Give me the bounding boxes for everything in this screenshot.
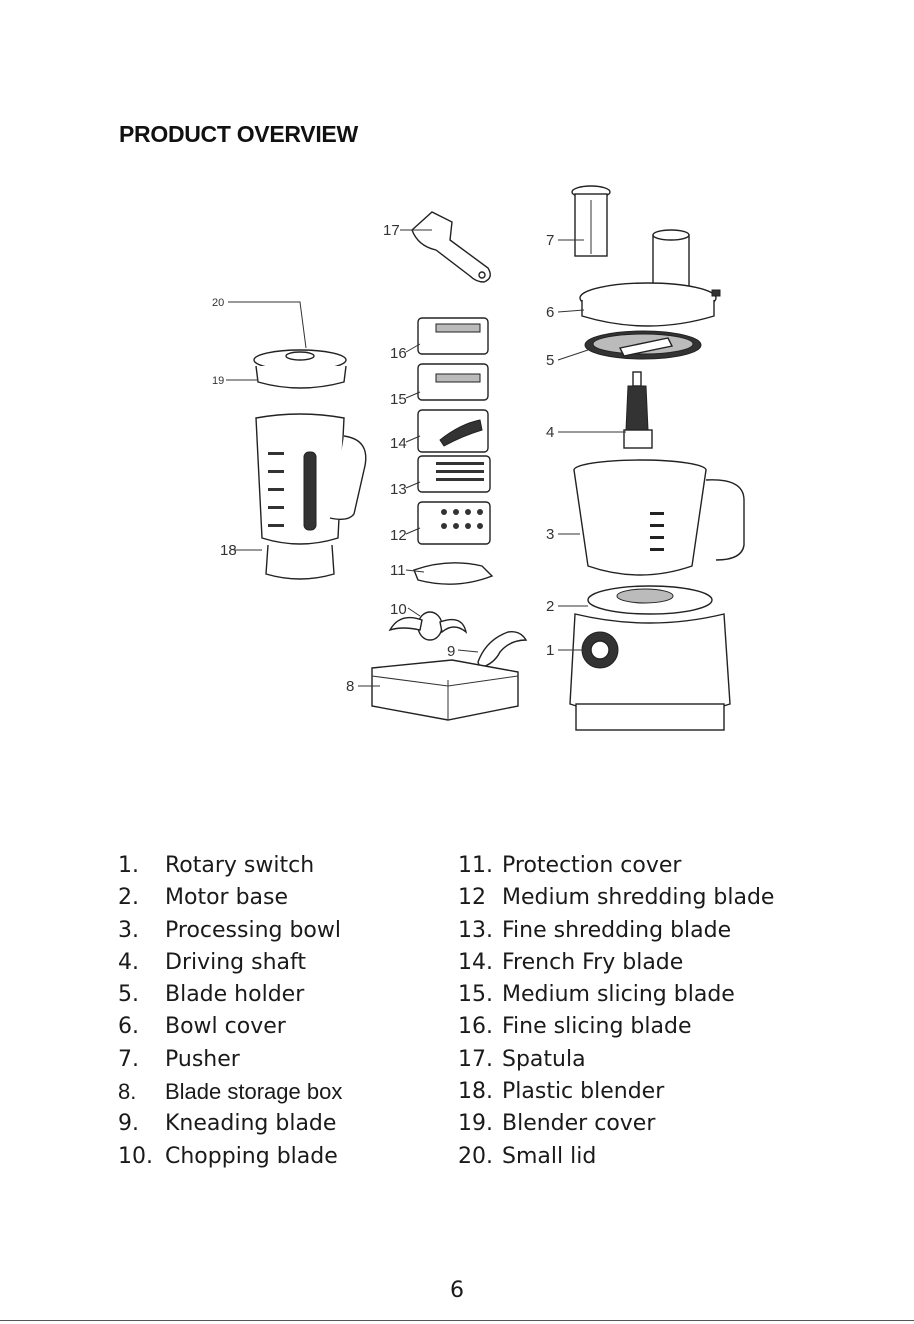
item-label: Motor base — [165, 885, 289, 911]
parts-list-right: 11. Protection cover 12 Medium shredding b… — [458, 850, 774, 1173]
processing-bowl-illustration — [573, 459, 745, 576]
page-number: 6 — [450, 1278, 464, 1303]
item-number: 17. — [458, 1046, 493, 1072]
item-number: 8. — [118, 1079, 137, 1105]
callout-2: 2 — [546, 598, 554, 615]
item-number: 3. — [118, 917, 139, 943]
item-label: Processing bowl — [165, 917, 341, 943]
callout-labels: 1 2 3 4 5 6 7 8 9 10 11 12 13 14 15 16 1… — [212, 222, 554, 695]
list-item: 20. Small lid — [458, 1141, 774, 1173]
item-number: 1. — [118, 853, 139, 878]
callout-12: 12 — [390, 527, 407, 544]
driving-shaft-illustration — [623, 371, 653, 449]
motor-base-illustration — [569, 585, 731, 731]
callout-6: 6 — [546, 304, 554, 321]
item-number: 4. — [118, 949, 139, 975]
callout-13: 13 — [390, 481, 407, 498]
item-label: French Fry blade — [502, 949, 684, 975]
item-number: 16. — [458, 1014, 493, 1040]
item-label: Small lid — [502, 1143, 597, 1169]
list-item: 17. Spatula — [458, 1044, 774, 1076]
list-item: 9. Kneading blade — [118, 1108, 342, 1140]
leader-lines — [226, 229, 626, 687]
plastic-blender-illustration — [253, 349, 367, 580]
item-number: 20. — [458, 1143, 493, 1169]
callout-14: 14 — [390, 435, 407, 452]
item-label: Blender cover — [502, 1111, 656, 1137]
callout-4: 4 — [546, 424, 554, 441]
list-item: 11. Protection cover — [458, 850, 774, 882]
item-label: Medium shredding blade — [502, 885, 775, 911]
item-number: 9. — [118, 1111, 139, 1137]
spatula-illustration — [411, 211, 491, 283]
list-item: 5. Blade holder — [118, 979, 342, 1011]
item-label: Protection cover — [502, 853, 682, 878]
item-label: Blade storage box — [165, 1079, 343, 1105]
chopping-kneading-blades-illustration — [388, 611, 528, 669]
callout-18: 18 — [220, 542, 237, 559]
callout-15: 15 — [390, 391, 407, 408]
item-number: 18. — [458, 1079, 493, 1105]
callout-3: 3 — [546, 526, 554, 543]
item-number: 14. — [458, 949, 493, 975]
callout-7: 7 — [546, 232, 554, 249]
list-item: 7. Pusher — [118, 1044, 342, 1076]
item-number: 2. — [118, 885, 139, 911]
callout-1: 1 — [546, 642, 554, 659]
list-item: 8. Blade storage box — [118, 1076, 342, 1108]
callout-5: 5 — [546, 352, 554, 369]
item-number: 6. — [118, 1014, 139, 1040]
list-item: 12 Medium shredding blade — [458, 882, 774, 914]
item-label: Pusher — [165, 1046, 240, 1072]
parts-list-left: 1. Rotary switch 2. Motor base 3. Processin… — [118, 850, 342, 1173]
list-item: 16. Fine slicing blade — [458, 1011, 774, 1043]
item-number: 7. — [118, 1046, 139, 1072]
item-label: Rotary switch — [165, 853, 315, 878]
item-label: Driving shaft — [165, 949, 307, 975]
list-item: 1. Rotary switch — [118, 850, 342, 882]
item-label: Fine shredding blade — [502, 917, 732, 943]
item-label: Blade holder — [165, 982, 305, 1008]
list-item: 2. Motor base — [118, 882, 342, 914]
pusher-illustration — [571, 185, 611, 257]
list-item: 13. Fine shredding blade — [458, 915, 774, 947]
item-label: Chopping blade — [165, 1143, 338, 1169]
list-item: 19. Blender cover — [458, 1108, 774, 1140]
blade-holder-illustration — [584, 330, 702, 360]
callout-9: 9 — [447, 643, 455, 660]
item-label: Fine slicing blade — [502, 1014, 692, 1040]
callout-16: 16 — [390, 345, 407, 362]
callout-8: 8 — [346, 678, 354, 695]
callout-17: 17 — [383, 222, 400, 239]
blade-storage-box-illustration — [371, 659, 519, 721]
list-item: 18. Plastic blender — [458, 1076, 774, 1108]
callout-20: 20 — [212, 297, 224, 309]
callout-11: 11 — [390, 562, 406, 579]
list-item: 6. Bowl cover — [118, 1011, 342, 1043]
item-label: Medium slicing blade — [502, 982, 735, 1008]
callout-10: 10 — [390, 601, 407, 618]
item-label: Bowl cover — [165, 1014, 286, 1040]
item-label: Spatula — [502, 1046, 586, 1072]
list-item: 4. Driving shaft — [118, 947, 342, 979]
item-number: 15. — [458, 982, 493, 1008]
list-item: 15. Medium slicing blade — [458, 979, 774, 1011]
item-number: 10. — [118, 1143, 153, 1169]
bottom-divider — [0, 1320, 914, 1321]
list-item: 10. Chopping blade — [118, 1141, 342, 1173]
item-number: 13. — [458, 917, 493, 943]
page-title: PRODUCT OVERVIEW — [119, 121, 358, 147]
product-exploded-diagram: 1 2 3 4 5 6 7 8 9 10 11 12 13 14 15 16 1… — [212, 185, 745, 731]
list-item: 14. French Fry blade — [458, 947, 774, 979]
item-label: Plastic blender — [502, 1079, 665, 1105]
bowl-cover-illustration — [579, 229, 721, 327]
list-item: 3. Processing bowl — [118, 915, 342, 947]
blade-discs-illustration — [413, 317, 494, 585]
item-number: 11. — [458, 853, 493, 878]
item-number: 5. — [118, 982, 139, 1008]
callout-19: 19 — [212, 375, 224, 387]
item-number: 19. — [458, 1111, 493, 1137]
item-number: 12 — [458, 885, 486, 911]
item-label: Kneading blade — [165, 1111, 337, 1137]
